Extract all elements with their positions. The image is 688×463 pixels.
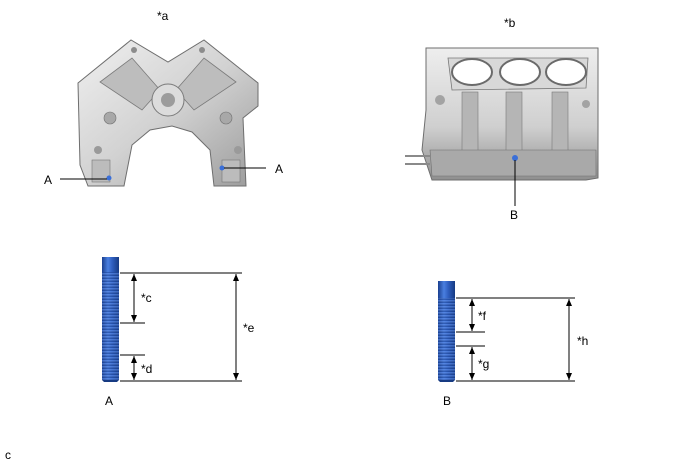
stud-bolt-long-icon: [102, 257, 119, 382]
dim-g-label: *g: [478, 357, 489, 371]
engine-block-side-view-icon: [405, 47, 599, 181]
stud-a-arrowheads: [131, 274, 239, 380]
pointer-a-left-label: A: [44, 173, 52, 187]
stud-a-dimensions: [120, 272, 242, 382]
stud-bolt-short-icon: [438, 281, 455, 382]
engine-block-front-view-icon: [77, 39, 259, 187]
marker-b: [512, 155, 518, 161]
dim-h-label: *h: [577, 334, 588, 348]
dim-f-label: *f: [478, 309, 487, 323]
pointer-b-label: B: [510, 208, 518, 222]
corner-code: c: [5, 448, 11, 462]
stud-b-caption: B: [443, 394, 451, 408]
stud-a-caption: A: [105, 394, 113, 408]
dim-c-label: *c: [141, 291, 152, 305]
marker-a-left: [106, 175, 112, 181]
marker-a-right: [219, 165, 225, 171]
top-left-title: *a: [157, 9, 169, 23]
stud-b-dimensions: [456, 297, 575, 382]
stud-b-arrowheads: [469, 299, 572, 380]
top-right-title: *b: [504, 16, 516, 30]
pointer-a-right-label: A: [275, 162, 283, 176]
dim-e-label: *e: [243, 321, 255, 335]
dim-d-label: *d: [141, 362, 152, 376]
